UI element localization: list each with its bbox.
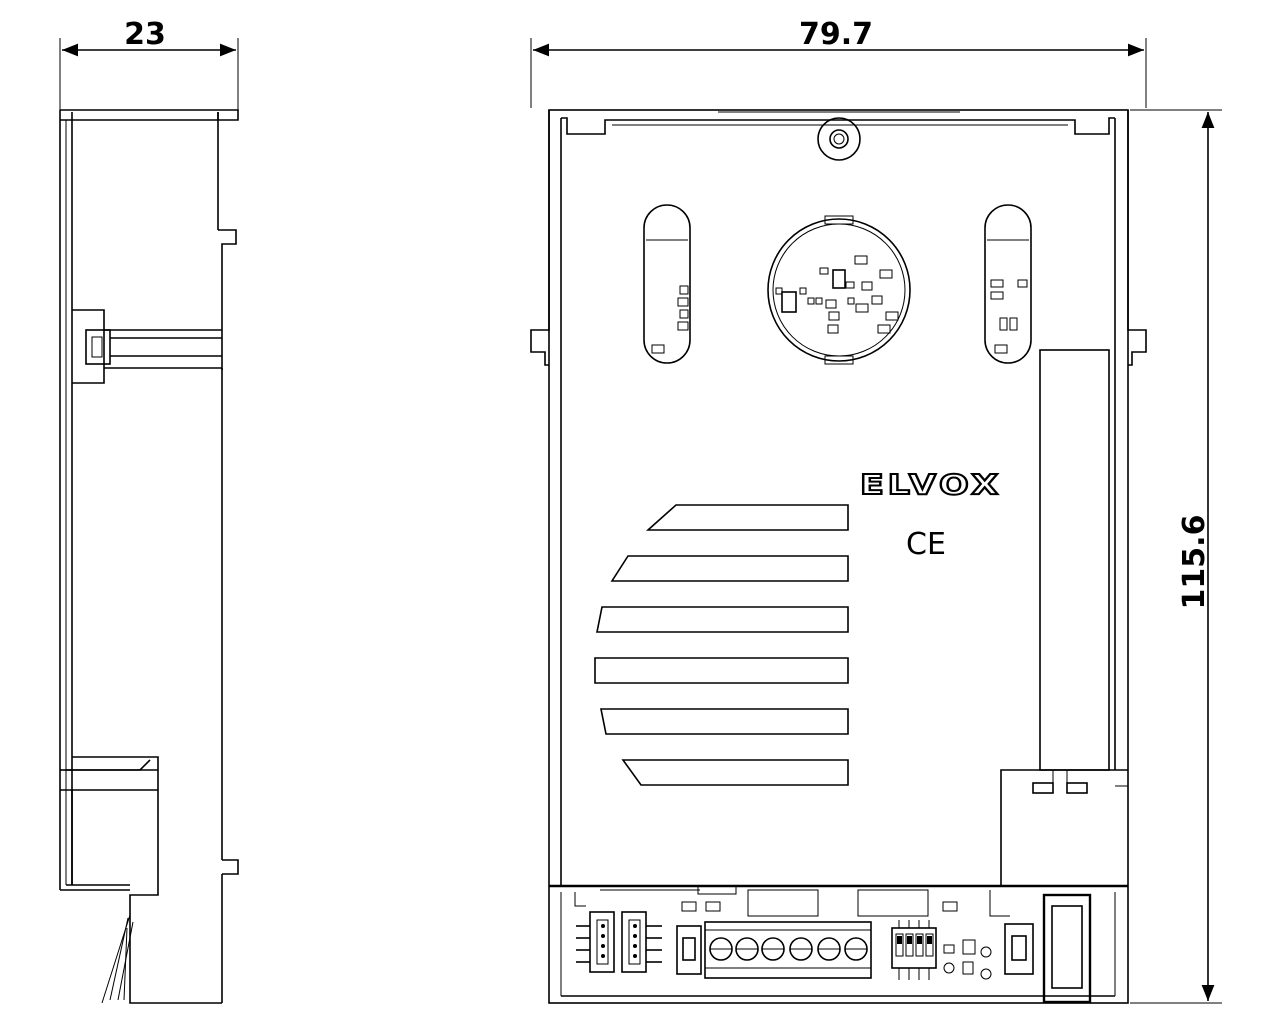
front-view: 79.7 115.6 xyxy=(530,17,1222,1004)
side-wires xyxy=(101,914,134,1004)
depth-dimension: 23 xyxy=(59,17,239,110)
grille-slot xyxy=(645,504,849,531)
terminal-pcb xyxy=(549,884,1128,1004)
grille-slot xyxy=(610,555,849,582)
screw-boss xyxy=(817,117,861,161)
depth-dimension-label: 23 xyxy=(124,17,166,52)
ce-mark: CE xyxy=(906,527,946,562)
mounting-slot-right xyxy=(984,204,1032,364)
screw-terminal xyxy=(789,937,813,961)
side-body-outline xyxy=(60,109,239,121)
grille-slot xyxy=(594,657,849,684)
grille-slot xyxy=(621,759,849,786)
height-dimension-label: 115.6 xyxy=(1177,515,1212,610)
grille-slot xyxy=(600,708,849,735)
screw-terminal-block xyxy=(704,921,872,979)
width-dimension: 79.7 xyxy=(530,17,1147,108)
push-button-left xyxy=(676,925,702,975)
screw-terminal xyxy=(817,937,841,961)
push-button-right xyxy=(1004,923,1034,975)
brand-logo: ELVOX xyxy=(860,468,1002,501)
side-view: 23 xyxy=(59,17,239,1004)
speaker-grille xyxy=(594,504,849,786)
width-dimension-label: 79.7 xyxy=(799,17,873,52)
label-plate: ELVOX CE xyxy=(859,349,1110,771)
microphone-pcb xyxy=(767,215,911,365)
screw-terminal xyxy=(709,937,733,961)
height-dimension: 115.6 xyxy=(1130,109,1222,1004)
screw-terminal xyxy=(735,937,759,961)
grille-slot xyxy=(596,606,849,633)
side-connector xyxy=(60,756,222,1004)
release-latch xyxy=(1042,893,1092,1004)
housing xyxy=(530,109,1147,1004)
dip-switch xyxy=(891,920,937,980)
pin-header-1 xyxy=(576,911,615,973)
screw-terminal xyxy=(761,937,785,961)
mounting-slot-left xyxy=(643,204,691,364)
screw-terminal xyxy=(844,937,868,961)
connector-block xyxy=(1000,769,1128,886)
pin-header-2 xyxy=(621,911,662,973)
side-clip xyxy=(72,309,222,384)
